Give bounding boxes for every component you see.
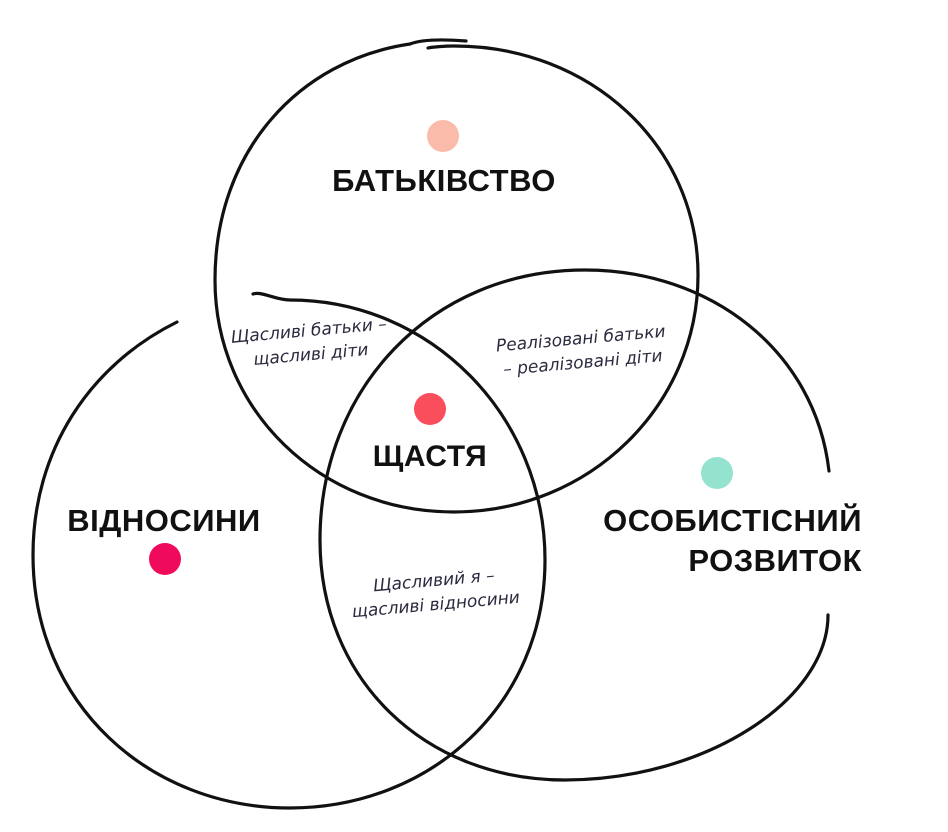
relationships-dot <box>149 543 181 575</box>
parenthood-dot <box>427 120 459 152</box>
parenthood-circle <box>213 38 700 514</box>
personal-growth-circle <box>318 268 831 782</box>
parenthood-label: БАТЬКІВСТВО <box>332 163 556 198</box>
relationships-circle <box>31 291 547 810</box>
personal-growth-label-line-1: ОСОБИСТІСНИЙ <box>603 502 862 538</box>
personal-growth-dot <box>701 457 733 489</box>
center-label: ЩАСТЯ <box>373 440 487 473</box>
center-dot <box>414 393 446 425</box>
personal-growth-label-line-2: РОЗВИТОК <box>688 543 862 578</box>
relationships-label: ВІДНОСИНИ <box>67 503 260 538</box>
